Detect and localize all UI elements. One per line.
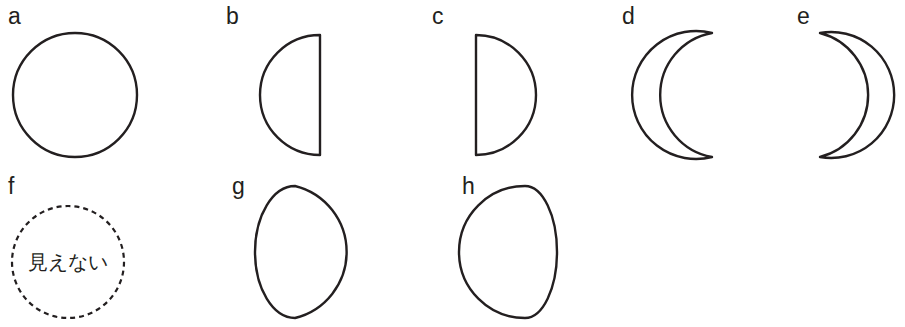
crescent-moon — [820, 32, 894, 158]
shape-letter: b — [226, 5, 239, 28]
shape-letter: c — [432, 5, 444, 28]
moon-shape: f 見えない — [5, 173, 128, 324]
shape-letter: e — [797, 5, 810, 28]
moon-shape: h — [455, 173, 565, 323]
shape-letter: h — [462, 175, 475, 198]
shape-letter: f — [8, 175, 14, 198]
moon-shape: g — [228, 173, 353, 323]
new-moon-outline — [5, 173, 128, 324]
shape-note: 見えない — [28, 251, 108, 273]
crescent-moon — [632, 31, 712, 159]
moon-shape: a — [5, 3, 142, 161]
full-moon — [13, 33, 137, 157]
moon-shape: c — [428, 3, 543, 160]
shape-letter: d — [622, 5, 635, 28]
half-moon — [260, 35, 320, 155]
gibbous-moon-outline — [228, 173, 353, 323]
moon-shape: d — [618, 3, 718, 161]
new-moon — [12, 206, 124, 318]
gibbous-moon — [459, 186, 557, 318]
moon-shape: b — [222, 3, 325, 160]
shape-letter: g — [232, 175, 245, 198]
moon-shape: e — [792, 3, 898, 161]
half-moon-outline — [428, 3, 543, 160]
half-moon — [476, 35, 536, 155]
shape-letter: a — [8, 5, 21, 28]
full-moon-outline — [5, 3, 142, 161]
gibbous-moon — [255, 186, 347, 318]
